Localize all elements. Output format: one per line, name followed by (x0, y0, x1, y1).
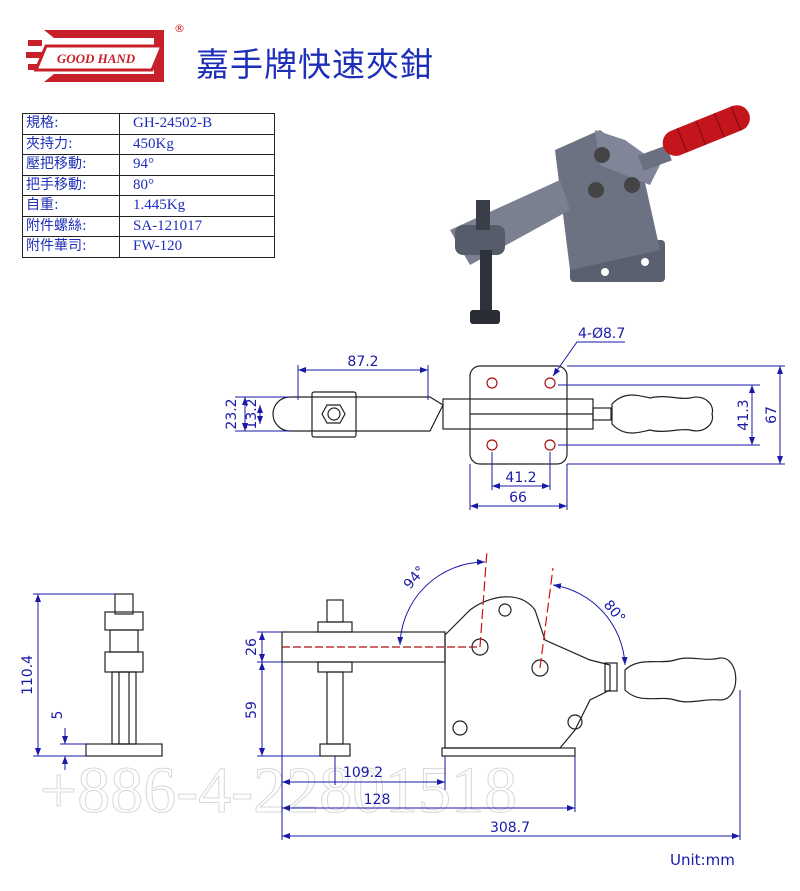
spec-label: 規格: (22, 113, 120, 135)
front-view (85, 593, 163, 757)
dim-arm-width-inner: 13.2 (244, 398, 260, 429)
product-photo (450, 105, 750, 324)
dim-bar-height: 26 (244, 638, 260, 656)
dim-overall-height: 110.4 (20, 655, 36, 695)
spec-value: 1.445Kg (119, 195, 275, 217)
dim-base-length: 128 (364, 792, 391, 808)
top-view (272, 365, 714, 465)
dim-base-width: 66 (509, 490, 527, 506)
dim-spindle-reach: 109.2 (343, 765, 383, 781)
table-row: 規格:GH-24502-B (22, 113, 275, 135)
side-view (281, 549, 737, 757)
table-row: 自重:1.445Kg (22, 195, 275, 217)
good-hand-logo: GOOD HAND ® (24, 22, 185, 94)
side-view-dimensions (257, 559, 741, 840)
dim-arm-width-outer: 23.2 (224, 398, 240, 429)
spec-table: 規格:GH-24502-B 夾持力:450Kg 壓把移動:94° 把手移動:80… (22, 113, 275, 258)
dim-handle-angle: 80° (600, 597, 628, 626)
dim-arm-length: 87.2 (347, 354, 378, 370)
table-row: 夾持力:450Kg (22, 133, 275, 155)
spec-value: 94° (119, 154, 275, 176)
svg-text:®: ® (174, 22, 184, 35)
dim-base-thickness: 5 (50, 711, 66, 720)
dim-overall-length: 308.7 (490, 820, 530, 836)
table-row: 附件華司:FW-120 (22, 236, 275, 258)
table-row: 壓把移動:94° (22, 154, 275, 176)
unit-label: Unit:mm (670, 851, 735, 869)
top-view-dimensions (235, 341, 785, 510)
spec-label: 附件華司: (22, 236, 120, 258)
dim-hole-spacing-x: 41.2 (505, 470, 536, 486)
dim-hole-spacing-y: 41.3 (736, 399, 752, 430)
dim-base-depth: 67 (764, 406, 780, 424)
dim-base-height: 59 (244, 701, 260, 719)
dim-holes: 4-Ø8.7 (578, 326, 625, 342)
svg-text:GOOD HAND: GOOD HAND (57, 51, 136, 66)
spec-value: SA-121017 (119, 215, 275, 237)
table-row: 附件螺絲:SA-121017 (22, 215, 275, 237)
dim-bar-angle: 94° (401, 563, 429, 592)
spec-value: FW-120 (119, 236, 275, 258)
phone-watermark: +886-4-22801518 (40, 754, 517, 827)
front-view-dimensions (33, 593, 115, 770)
page-title: 嘉手牌快速夾鉗 (196, 45, 434, 84)
spec-label: 附件螺絲: (22, 215, 120, 237)
